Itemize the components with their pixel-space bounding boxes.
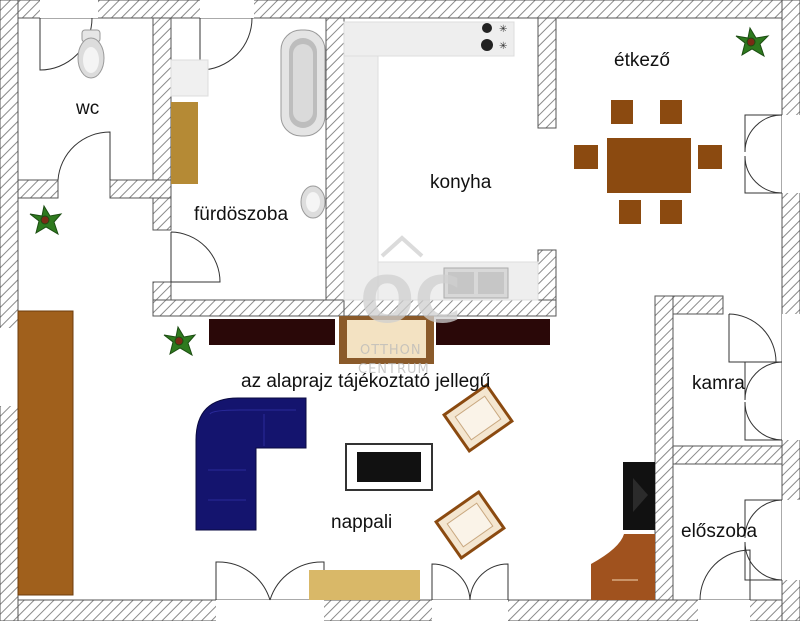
disclaimer-note: az alaprajz tájékoztató jellegű: [241, 371, 490, 392]
bathroom-cabinet: [171, 102, 198, 184]
watermark-line2: CENTRUM: [358, 362, 430, 377]
plant-icon: [29, 204, 63, 236]
fireplace-icon: [339, 316, 434, 364]
bathtub-icon: [280, 29, 326, 137]
coffee-table: [345, 443, 433, 491]
rug: [309, 570, 420, 600]
sofa-icon: [195, 397, 307, 531]
room-label-hall: előszoba: [681, 521, 757, 542]
tv-icon: [623, 462, 655, 530]
beam: [209, 319, 550, 345]
armchair-icon: [433, 489, 507, 561]
kitchen-sink-icon: [443, 267, 509, 299]
watermark-line1: OTTHON: [360, 343, 422, 358]
corner-cabinet: [591, 534, 655, 600]
room-label-bathroom: fürdöszoba: [194, 204, 288, 225]
kitchen-counter: [343, 21, 539, 301]
bathroom-shelf: [170, 59, 209, 97]
room-label-dining: étkező: [614, 50, 670, 71]
wardrobe: [17, 310, 74, 596]
watermark-logo: OC: [360, 264, 461, 338]
room-label-kitchen: konyha: [430, 172, 492, 193]
stove-icon: ✳ ✳: [481, 23, 507, 52]
toilet-icon: [77, 29, 105, 79]
room-label-living: nappali: [331, 512, 392, 533]
sink-icon: [300, 185, 326, 219]
plant-icon: [163, 325, 197, 357]
room-label-wc: wc: [75, 98, 99, 119]
svg-text:✳: ✳: [499, 41, 507, 52]
watermark: OC OTTHON CENTRUM: [358, 235, 461, 377]
room-label-pantry: kamra: [692, 373, 745, 394]
svg-text:✳: ✳: [499, 24, 507, 35]
dining-table: [574, 100, 722, 224]
armchair-icon: [441, 382, 515, 454]
plant-icon: [735, 26, 770, 58]
